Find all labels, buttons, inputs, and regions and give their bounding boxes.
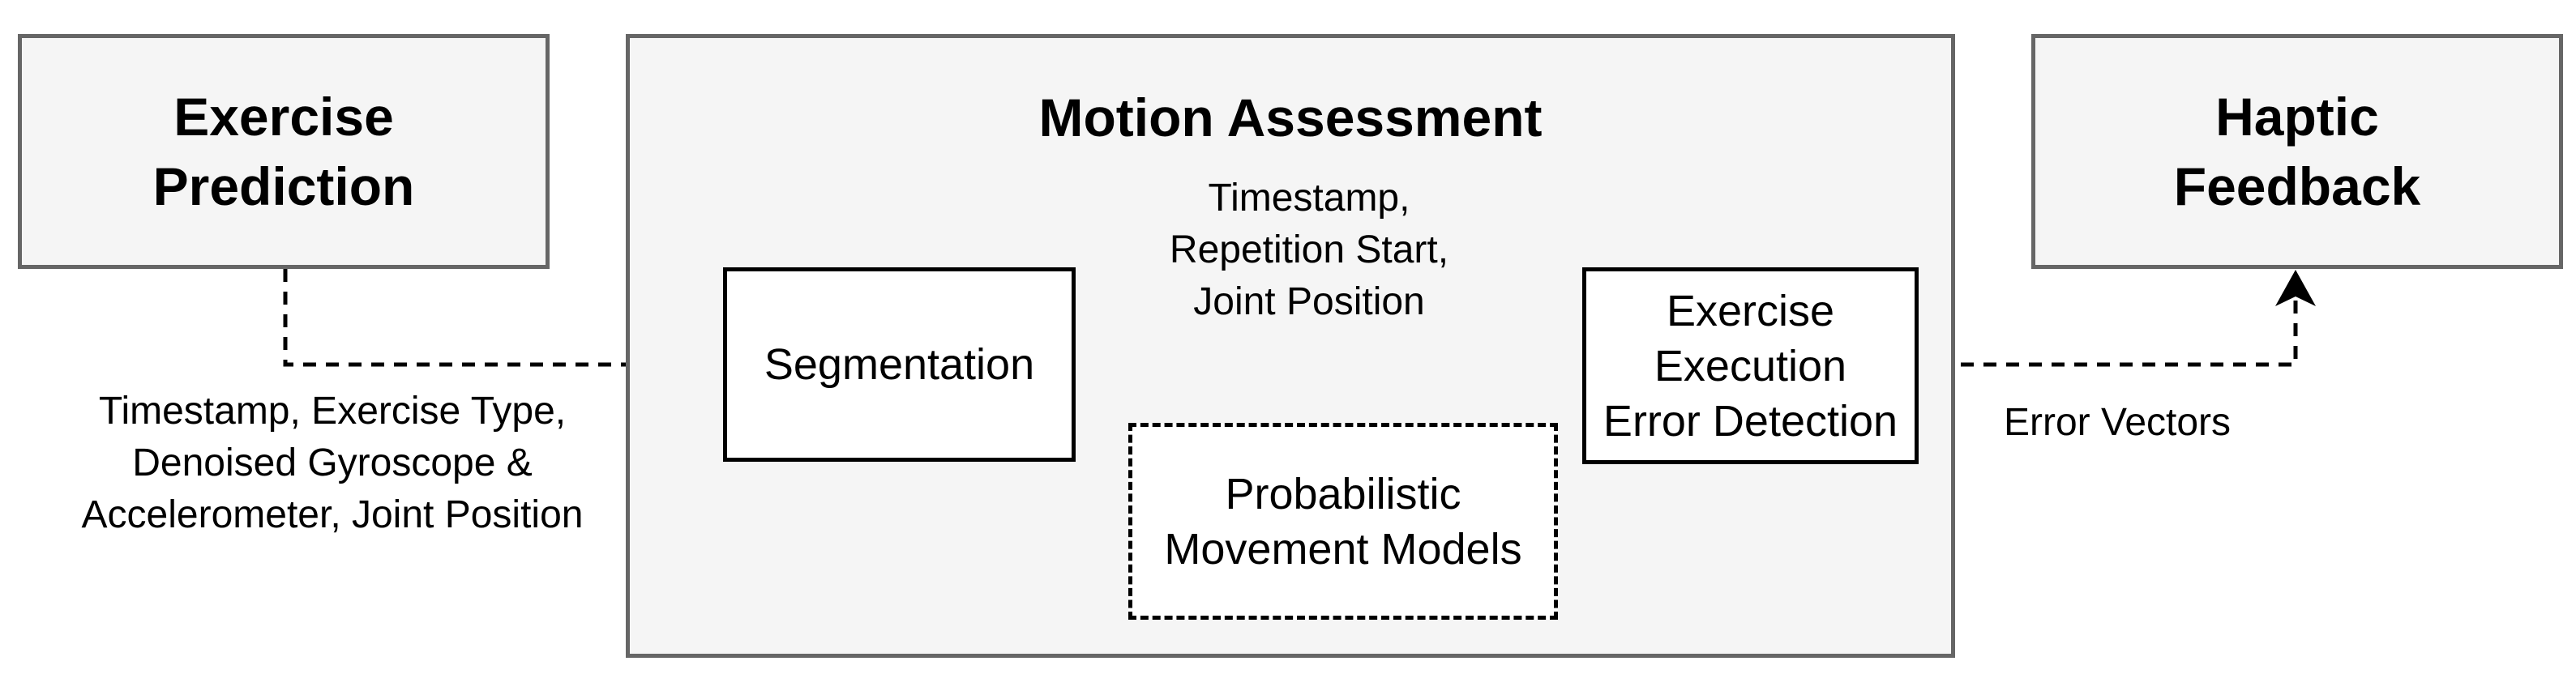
exercise-prediction-title: Exercise Prediction bbox=[153, 82, 415, 221]
haptic-feedback-line-1: Haptic bbox=[2215, 87, 2379, 147]
exercise-prediction-line-1: Exercise bbox=[173, 87, 394, 147]
error-detection-line-1: Exercise bbox=[1666, 286, 1835, 335]
error-detection-label: Exercise Execution Error Detection bbox=[1603, 284, 1898, 449]
segmentation-label: Segmentation bbox=[764, 340, 1035, 389]
arrowhead-feedback bbox=[2275, 270, 2316, 306]
label-prediction-line-1: Timestamp, Exercise Type, bbox=[98, 390, 567, 433]
label-prediction-to-segmentation: Timestamp, Exercise Type, Denoised Gyros… bbox=[32, 386, 632, 541]
label-prediction-line-2: Denoised Gyroscope & bbox=[132, 441, 533, 484]
exercise-prediction-box: Exercise Prediction bbox=[18, 34, 550, 269]
haptic-feedback-box: Haptic Feedback bbox=[2031, 34, 2563, 269]
haptic-feedback-title: Haptic Feedback bbox=[2174, 82, 2420, 221]
label-segmentation-to-detection: Timestamp, Repetition Start, Joint Posit… bbox=[1123, 173, 1496, 328]
error-detection-line-3: Error Detection bbox=[1603, 396, 1898, 446]
segmentation-box: Segmentation bbox=[723, 267, 1076, 462]
label-segmentation-line-2: Repetition Start, bbox=[1169, 228, 1449, 271]
error-detection-box: Exercise Execution Error Detection bbox=[1582, 267, 1919, 464]
probabilistic-models-label: Probabilistic Movement Models bbox=[1164, 467, 1521, 577]
arrow-detection-to-feedback bbox=[1915, 300, 2298, 367]
exercise-prediction-line-2: Prediction bbox=[152, 156, 415, 216]
motion-assessment-title: Motion Assessment bbox=[1038, 87, 1543, 147]
probabilistic-models-line-2: Movement Models bbox=[1164, 524, 1522, 574]
error-detection-line-2: Execution bbox=[1654, 341, 1847, 390]
label-prediction-line-3: Accelerometer, Joint Position bbox=[81, 493, 584, 536]
probabilistic-models-line-1: Probabilistic bbox=[1225, 469, 1461, 518]
label-segmentation-line-1: Timestamp, bbox=[1208, 177, 1410, 220]
label-segmentation-line-3: Joint Position bbox=[1193, 280, 1425, 323]
label-detection-to-feedback: Error Vectors bbox=[2003, 401, 2232, 444]
probabilistic-models-box: Probabilistic Movement Models bbox=[1128, 423, 1558, 620]
haptic-feedback-line-2: Feedback bbox=[2173, 156, 2421, 216]
